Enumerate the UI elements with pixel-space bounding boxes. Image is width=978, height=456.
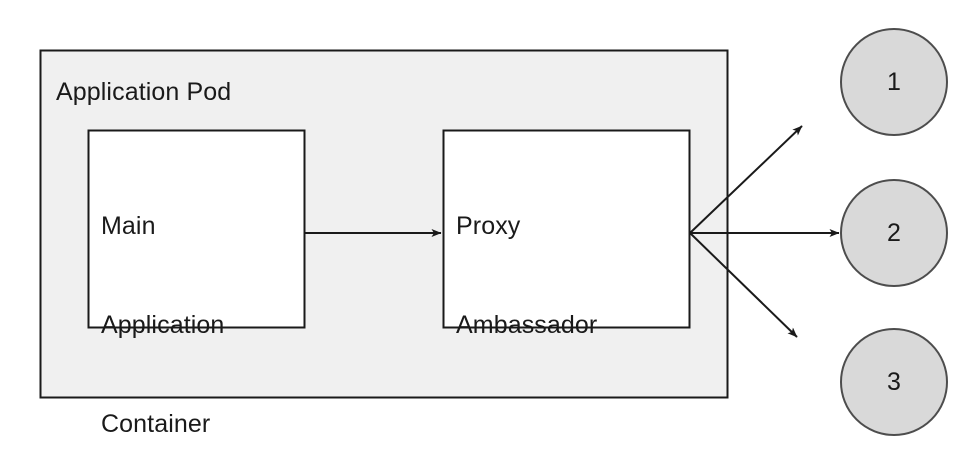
endpoint-1-label: 1 [887, 68, 901, 96]
endpoint-3-circle [840, 328, 948, 436]
endpoint-2-circle [840, 179, 948, 287]
main-application-container-box [87, 129, 306, 329]
proxy-ambassador-container-label: Proxy Ambassador [456, 144, 597, 408]
proxy-to-endpoint-3-arrow [689, 232, 798, 338]
main-application-container-label-line-2: Application [101, 311, 225, 339]
proxy-ambassador-label-line-1: Proxy [456, 212, 521, 240]
proxy-to-endpoint-1-arrow [689, 125, 803, 234]
proxy-ambassador-label-line-2: Ambassador [456, 311, 598, 339]
endpoint-2-label: 2 [887, 219, 901, 247]
endpoint-3-label: 3 [887, 368, 901, 396]
main-application-container-label: Main Application Container [101, 144, 224, 456]
main-application-container-label-line-3: Container [101, 410, 211, 438]
endpoint-1-circle [840, 28, 948, 136]
application-pod-label: Application Pod [56, 78, 232, 106]
proxy-ambassador-container-box [442, 129, 691, 329]
main-application-container-label-line-1: Main [101, 212, 156, 240]
